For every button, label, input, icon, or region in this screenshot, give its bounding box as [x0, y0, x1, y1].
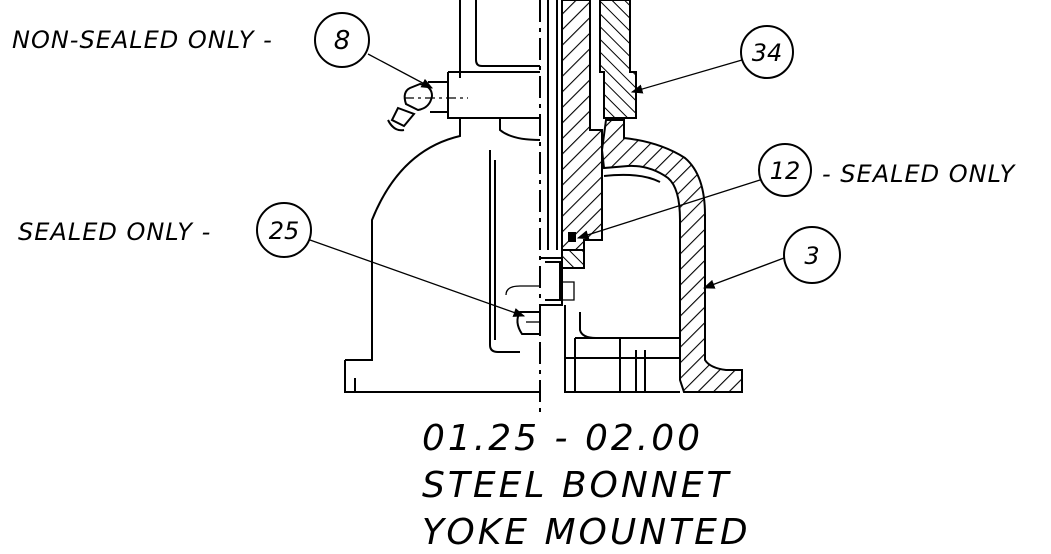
leader-lines — [309, 53, 785, 317]
callout-25: 25 — [256, 202, 312, 258]
callout-8: 8 — [314, 12, 370, 68]
yoke-casting — [344, 0, 541, 393]
callout-34: 34 — [740, 25, 794, 79]
callout-12-number: 12 — [770, 157, 801, 185]
title-size-range: 01.25 - 02.00 — [422, 418, 703, 459]
callout-3: 3 — [783, 226, 841, 284]
label-sealed-only-right: - SEALED ONLY — [822, 160, 1017, 188]
title-material: STEEL BONNET — [422, 465, 731, 506]
callout-12: 12 — [758, 143, 812, 197]
label-sealed-only-left: SEALED ONLY - — [18, 218, 211, 246]
bonnet-section — [540, 0, 743, 393]
title-mounting: YOKE MOUNTED — [422, 512, 751, 553]
grease-fitting — [387, 81, 468, 132]
label-non-sealed-only: NON-SEALED ONLY - — [12, 26, 273, 54]
valve-stem — [539, 0, 558, 412]
callout-34-number: 34 — [752, 39, 783, 67]
callout-3-number: 3 — [804, 242, 819, 270]
callout-8-number: 8 — [334, 26, 351, 56]
callout-25-number: 25 — [269, 217, 300, 245]
